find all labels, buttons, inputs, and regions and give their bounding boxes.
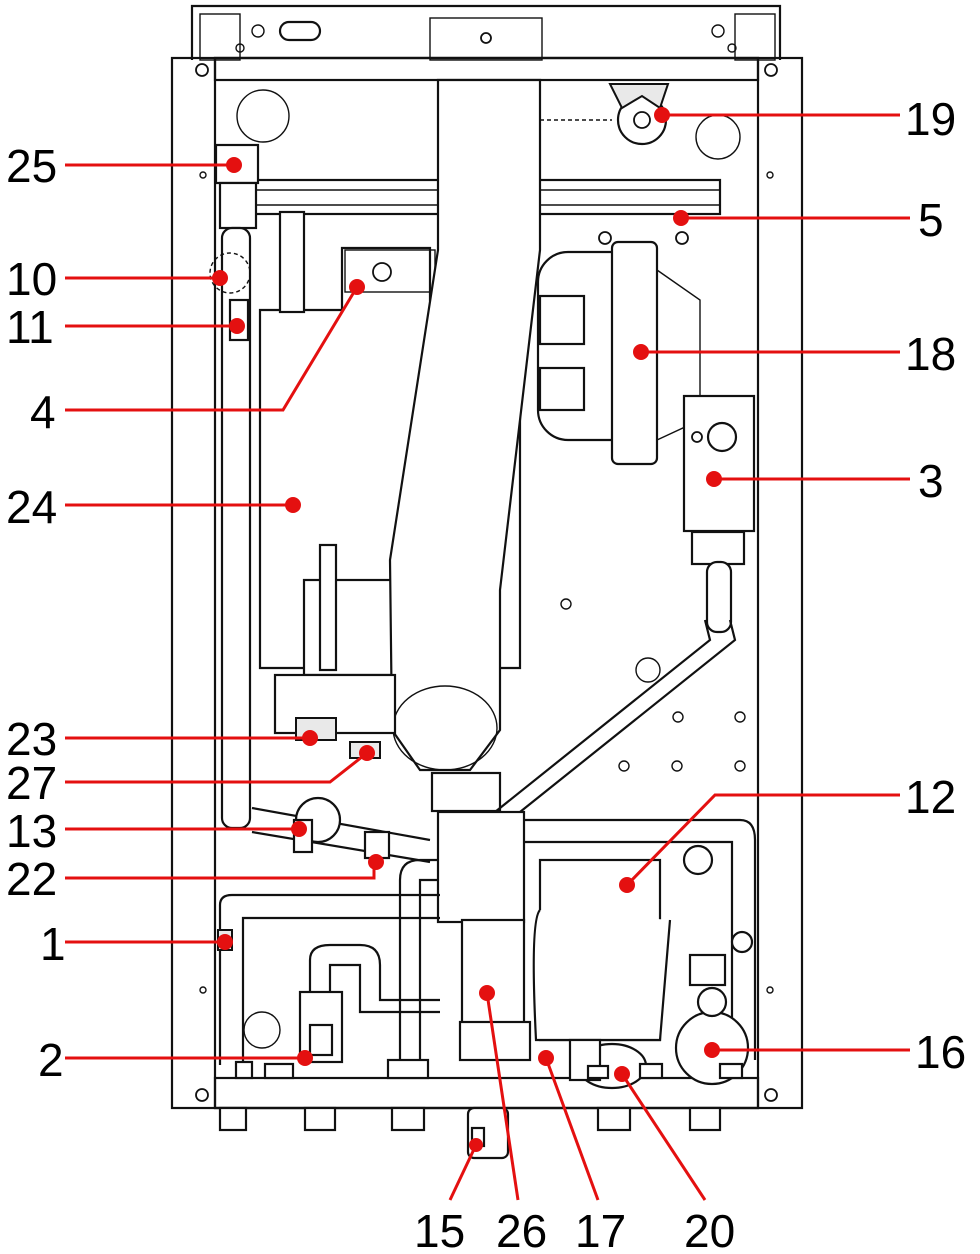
marker-dot [706, 471, 722, 487]
marker-dot [302, 730, 318, 746]
callout-label: 5 [918, 194, 944, 246]
callout-label: 4 [30, 386, 56, 438]
callout-25: 25 [6, 140, 242, 192]
callout-5: 5 [673, 194, 944, 246]
callout-13: 13 [6, 805, 307, 857]
callout-label: 22 [6, 853, 57, 905]
callout-label: 1 [40, 918, 66, 970]
marker-dot [673, 210, 689, 226]
marker-dot [226, 157, 242, 173]
marker-dot [349, 279, 365, 295]
callout-label: 15 [414, 1205, 465, 1254]
boiler-line-art [170, 4, 804, 1160]
callout-10: 10 [6, 253, 228, 305]
callout-19: 19 [654, 93, 956, 145]
callout-label: 11 [6, 301, 54, 353]
callout-22: 22 [6, 853, 384, 905]
callout-15: 15 [414, 1138, 483, 1254]
callout-label: 16 [915, 1026, 966, 1078]
callout-label: 12 [905, 771, 956, 823]
callout-1: 1 [40, 918, 233, 970]
marker-dot [704, 1042, 720, 1058]
marker-dot [614, 1066, 630, 1082]
callout-label: 3 [918, 455, 944, 507]
callout-2: 2 [38, 1034, 313, 1086]
callout-label: 27 [6, 757, 57, 809]
marker-dot [291, 821, 307, 837]
marker-dot [654, 107, 670, 123]
callout-label: 25 [6, 140, 57, 192]
marker-dot [217, 934, 233, 950]
callout-18: 18 [633, 328, 956, 380]
marker-dot [619, 877, 635, 893]
callout-23: 23 [6, 713, 318, 765]
marker-dot [633, 344, 649, 360]
callout-label: 17 [575, 1205, 626, 1254]
callout-11: 11 [6, 301, 245, 353]
callout-label: 10 [6, 253, 57, 305]
marker-dot [212, 270, 228, 286]
callout-27: 27 [6, 745, 375, 809]
callout-label: 13 [6, 805, 57, 857]
marker-dot [538, 1050, 554, 1066]
marker-dot [229, 318, 245, 334]
callout-label: 23 [6, 713, 57, 765]
callout-label: 20 [684, 1205, 735, 1254]
callout-label: 24 [6, 481, 57, 533]
callout-4: 4 [30, 279, 365, 438]
callout-20: 20 [614, 1066, 735, 1254]
callout-label: 26 [496, 1205, 547, 1254]
callout-label: 18 [905, 328, 956, 380]
marker-dot [297, 1050, 313, 1066]
callout-26: 26 [479, 985, 547, 1254]
callout-16: 16 [704, 1026, 966, 1078]
callout-label: 19 [905, 93, 956, 145]
marker-dot [285, 497, 301, 513]
callout-3: 3 [706, 455, 944, 507]
marker-dot [479, 985, 495, 1001]
callout-label: 2 [38, 1034, 64, 1086]
callout-12: 12 [619, 771, 956, 893]
marker-dot [368, 854, 384, 870]
marker-dot [469, 1138, 483, 1152]
callout-24: 24 [6, 481, 301, 533]
marker-dot [359, 745, 375, 761]
callout-17: 17 [538, 1050, 626, 1254]
